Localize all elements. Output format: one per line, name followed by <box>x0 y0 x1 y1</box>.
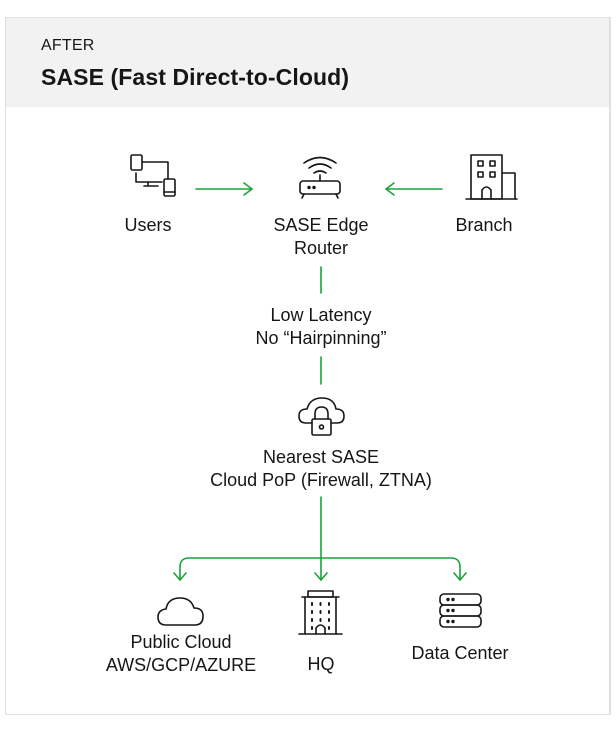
office-tower-icon <box>298 590 343 635</box>
cloud-icon <box>157 597 204 626</box>
pop-label-line2: Cloud PoP (Firewall, ZTNA) <box>210 470 432 490</box>
devices-icon <box>130 154 176 197</box>
arrow-to-public-cloud <box>173 572 187 581</box>
wifi-router-icon <box>299 156 341 199</box>
branch-label: Branch <box>455 215 513 235</box>
arrow-branch-to-router <box>385 182 443 196</box>
pop-label: Nearest SASE Cloud PoP (Firewall, ZTNA) <box>210 446 432 492</box>
building-icon <box>465 154 518 200</box>
link-label-line2: No “Hairpinning” <box>255 328 387 348</box>
data-center-label: Data Center <box>411 643 509 663</box>
cloud-lock-icon <box>298 397 345 436</box>
hq-label: HQ <box>307 654 335 674</box>
eyebrow-label: AFTER <box>41 37 95 54</box>
page-title: SASE (Fast Direct-to-Cloud) <box>41 64 350 90</box>
router-label: SASE Edge Router <box>273 214 368 260</box>
diagram-card: AFTER SASE (Fast Direct-to-Cloud) <box>5 17 611 715</box>
arrow-to-data-center <box>453 572 467 581</box>
router-label-line2: Router <box>293 238 349 258</box>
card-header: AFTER SASE (Fast Direct-to-Cloud) <box>6 18 609 107</box>
public-cloud-label: Public Cloud AWS/GCP/AZURE <box>106 631 256 677</box>
public-cloud-label-line1: Public Cloud <box>130 632 232 652</box>
arrow-users-to-router <box>195 182 253 196</box>
link-label: Low Latency No “Hairpinning” <box>255 304 386 350</box>
router-label-line1: SASE Edge <box>273 215 369 235</box>
branch-connector <box>173 496 467 581</box>
pop-label-line1: Nearest SASE <box>262 447 380 467</box>
users-label: Users <box>124 215 172 235</box>
link-label-line1: Low Latency <box>270 305 372 325</box>
server-stack-icon <box>439 593 482 628</box>
public-cloud-label-line2: AWS/GCP/AZURE <box>105 655 257 675</box>
arrow-split <box>179 557 461 581</box>
